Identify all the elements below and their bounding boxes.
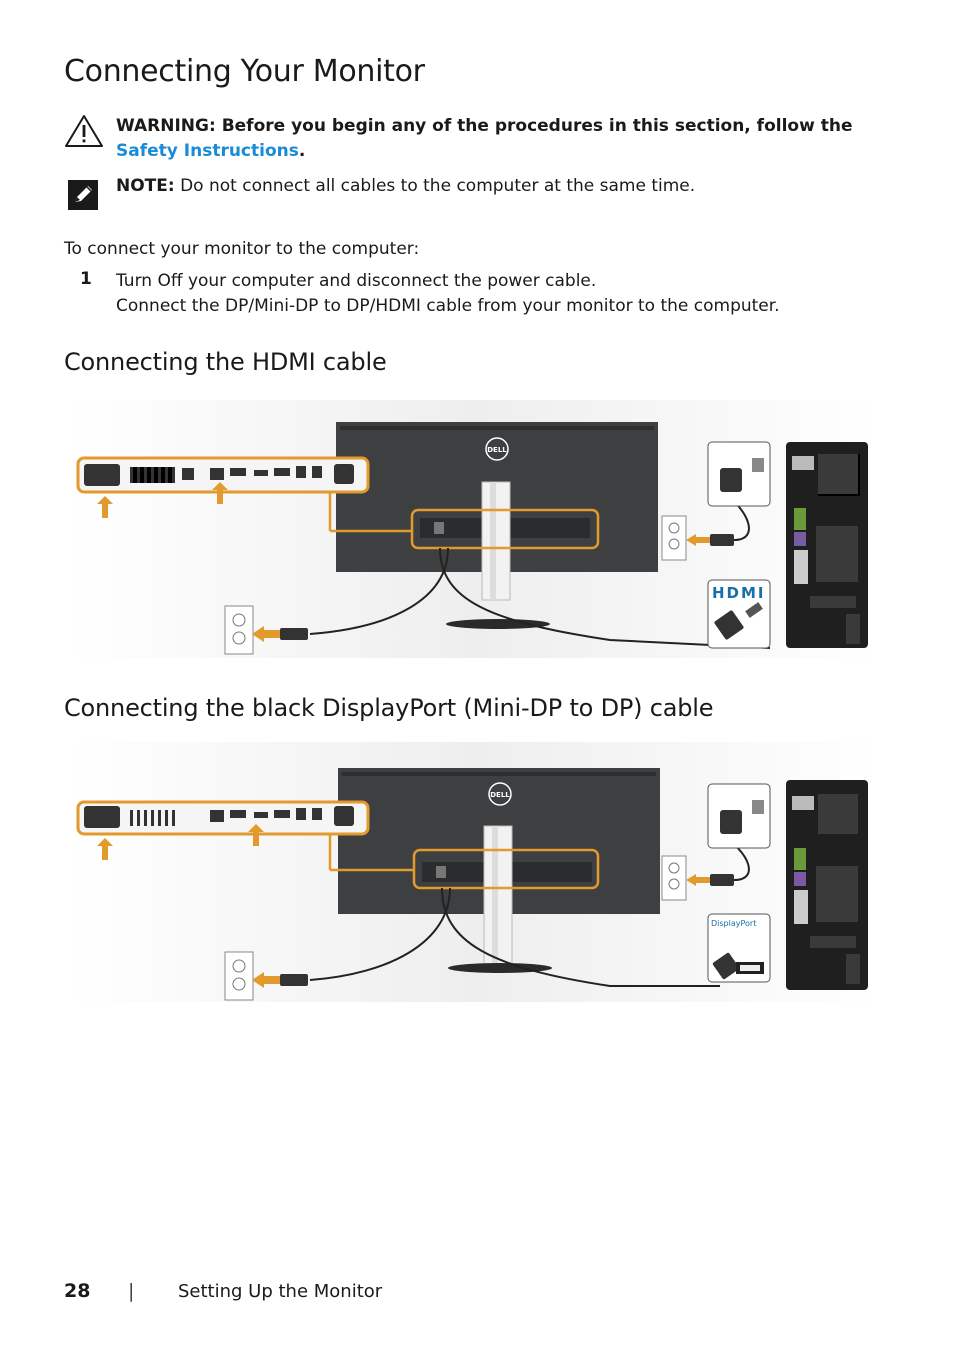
footer-separator: |: [128, 1280, 135, 1302]
warning-label: WARNING:: [116, 116, 216, 136]
note-label: NOTE:: [116, 176, 175, 196]
step-line-1: Turn Off your computer and disconnect th…: [116, 271, 597, 291]
warning-end: .: [298, 141, 306, 161]
warning-notice: WARNING: Before you begin any of the pro…: [64, 114, 884, 164]
page-number: 28: [64, 1280, 91, 1302]
page-title: Connecting Your Monitor: [64, 54, 425, 89]
note-text: NOTE: Do not connect all cables to the c…: [116, 174, 896, 199]
step-number: 1: [80, 269, 92, 289]
intro-text: To connect your monitor to the computer:: [64, 239, 420, 259]
hdmi-connection-diagram: DELL: [70, 400, 880, 658]
displayport-label: DisplayPort: [711, 919, 756, 928]
note-notice: NOTE: Do not connect all cables to the c…: [64, 174, 884, 214]
step-text: Turn Off your computer and disconnect th…: [116, 269, 780, 319]
displayport-section-heading: Connecting the black DisplayPort (Mini-D…: [64, 694, 714, 722]
safety-instructions-link[interactable]: Safety Instructions: [116, 141, 299, 161]
footer-section-title: Setting Up the Monitor: [178, 1281, 383, 1302]
warning-icon: [64, 114, 104, 152]
note-body: Do not connect all cables to the compute…: [174, 176, 696, 196]
warning-body: Before you begin any of the procedures i…: [215, 116, 853, 136]
dell-logo-2: DELL: [490, 791, 510, 799]
dell-logo-1: DELL: [487, 446, 507, 454]
note-pencil-icon: [68, 180, 98, 214]
displayport-connection-diagram: DELL: [70, 742, 880, 1002]
step-line-2: Connect the DP/Mini-DP to DP/HDMI cable …: [116, 296, 780, 316]
hdmi-section-heading: Connecting the HDMI cable: [64, 348, 387, 376]
warning-text: WARNING: Before you begin any of the pro…: [116, 114, 896, 164]
hdmi-label: HDMI: [712, 584, 766, 602]
